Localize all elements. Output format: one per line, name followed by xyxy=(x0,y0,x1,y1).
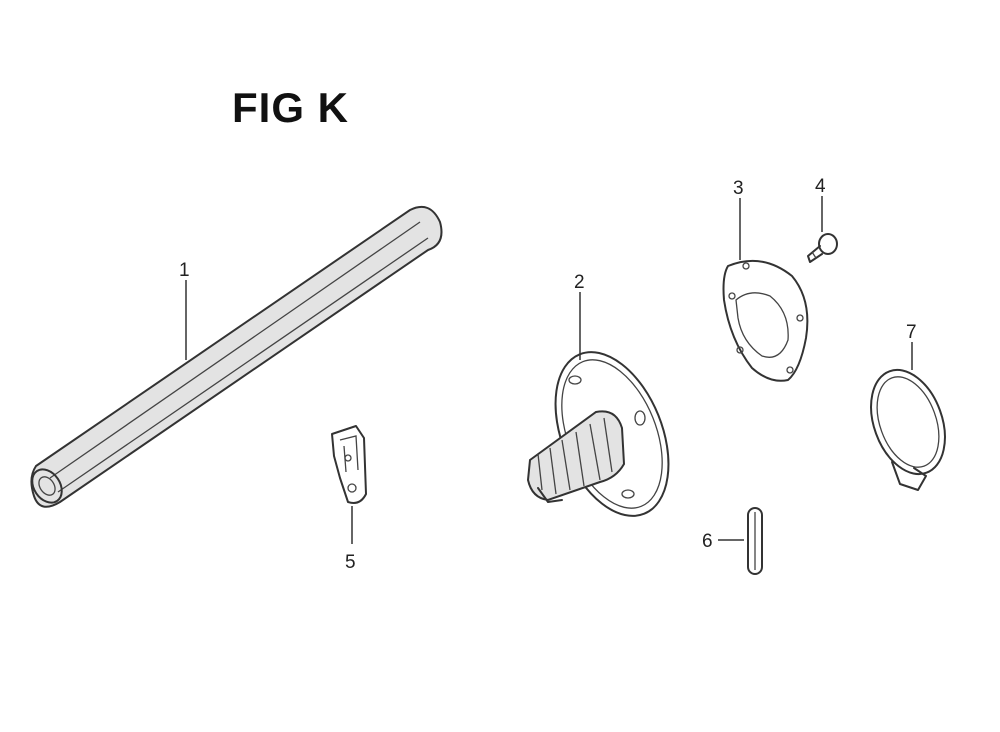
part-3-cover xyxy=(722,259,809,382)
callout-6: 6 xyxy=(702,531,713,552)
callout-1: 1 xyxy=(179,260,190,281)
callout-5: 5 xyxy=(345,552,356,573)
callout-7: 7 xyxy=(906,322,917,343)
part-7-clamp-ring xyxy=(870,368,946,491)
part-1-shaft xyxy=(30,206,443,508)
part-4-screw xyxy=(807,233,838,263)
part-5-bracket xyxy=(331,425,367,504)
figure-title: FIG K xyxy=(232,84,349,131)
callout-3: 3 xyxy=(733,178,744,199)
part-2-hub xyxy=(526,351,670,517)
callout-4: 4 xyxy=(815,176,826,197)
callout-2: 2 xyxy=(574,272,585,293)
part-6-pin xyxy=(747,507,763,575)
